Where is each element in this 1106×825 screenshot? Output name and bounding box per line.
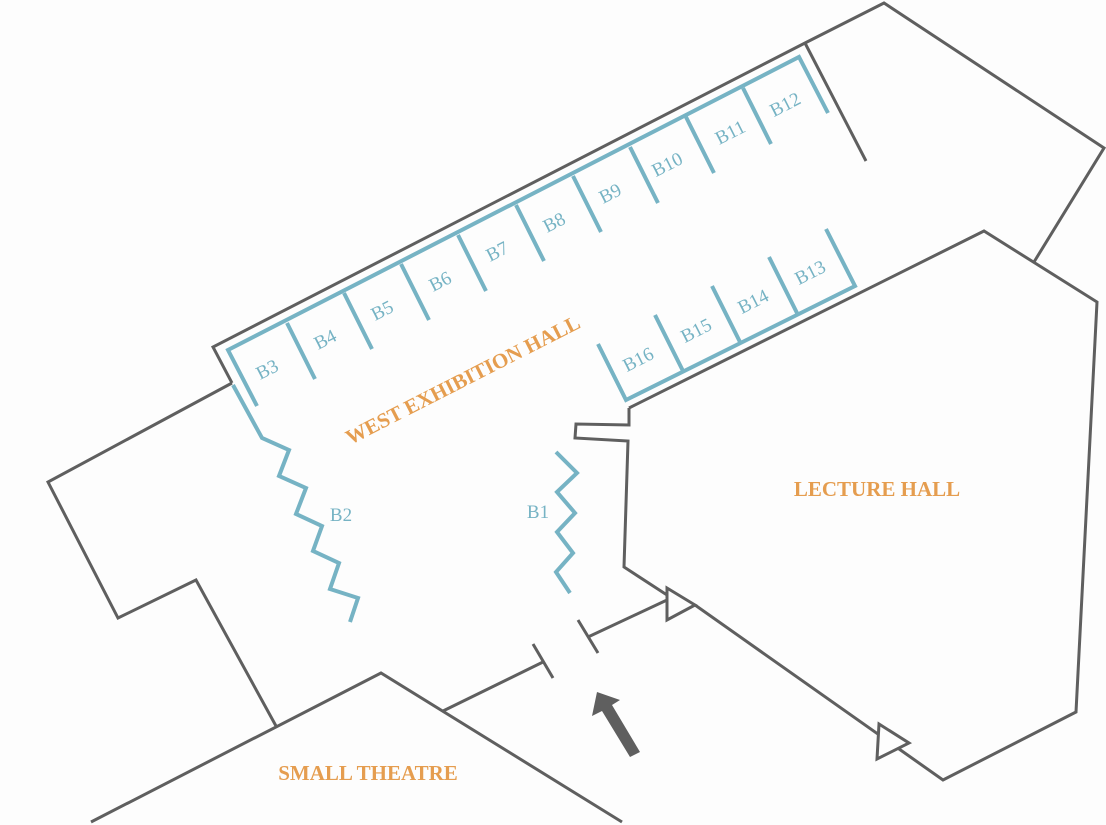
booth-divider [342,292,374,350]
room-label-lecture-hall[interactable]: LECTURE HALL [794,477,960,501]
lecture-hall-wall [628,229,1099,782]
booth-b16[interactable]: B16 [620,344,658,377]
booth-divider [628,146,660,204]
door-marker-icon [875,721,913,762]
room-label-west-exhibition-hall[interactable]: WEST EXHIBITION HALL [342,310,584,449]
door-line-right [587,598,668,639]
booth-frame-north [225,54,830,407]
booth-divider [684,116,716,174]
wall-west-lobby [45,381,278,727]
booth-b11[interactable]: B11 [712,117,749,150]
booth-b14[interactable]: B14 [735,285,773,318]
booth-b6[interactable]: B6 [426,268,455,297]
booth-b7[interactable]: B7 [483,238,512,267]
arrow-up-left-icon [592,692,640,757]
booth-divider [710,285,742,343]
room-label-small-theatre[interactable]: SMALL THEATRE [278,761,458,785]
small-theatre-wall [90,671,623,824]
booth-b4[interactable]: B4 [311,325,341,354]
booth-divider [285,322,317,380]
booth-divider [399,263,431,321]
booth-labels: B3 B4 B5 B6 B7 B8 B9 B10 B11 B12 B16 B15… [253,89,830,526]
booth-divider [741,87,773,145]
booth-divider [571,175,603,233]
booth-b9[interactable]: B9 [596,180,625,209]
booth-b12[interactable]: B12 [767,89,805,122]
booths-north-row [225,54,830,407]
booth-b15[interactable]: B15 [678,315,716,348]
door-marker-icon [665,585,699,623]
door-line-left [442,660,544,713]
booth-b2[interactable]: B2 [330,505,352,526]
booth-b5[interactable]: B5 [368,297,397,326]
booth-divider [767,256,799,314]
booth-b10[interactable]: B10 [649,149,687,182]
lecture-hall-west-wall [573,408,668,597]
booth-divider [456,234,488,292]
wall-northeast-divider [803,42,868,162]
wall-north [210,1,1106,384]
booth-divider [653,314,685,372]
booth-b8[interactable]: B8 [540,209,569,238]
building-walls [45,1,1106,824]
booth-b2-zigzag [231,384,361,623]
booth-b1[interactable]: B1 [527,502,549,523]
booth-frame-south [596,228,858,403]
booths-south-row [596,228,858,403]
booth-b13[interactable]: B13 [792,257,830,290]
booth-b3[interactable]: B3 [253,356,282,385]
booth-divider [514,204,546,262]
door-stop-left [531,643,555,679]
booth-b1-zigzag [553,450,580,595]
